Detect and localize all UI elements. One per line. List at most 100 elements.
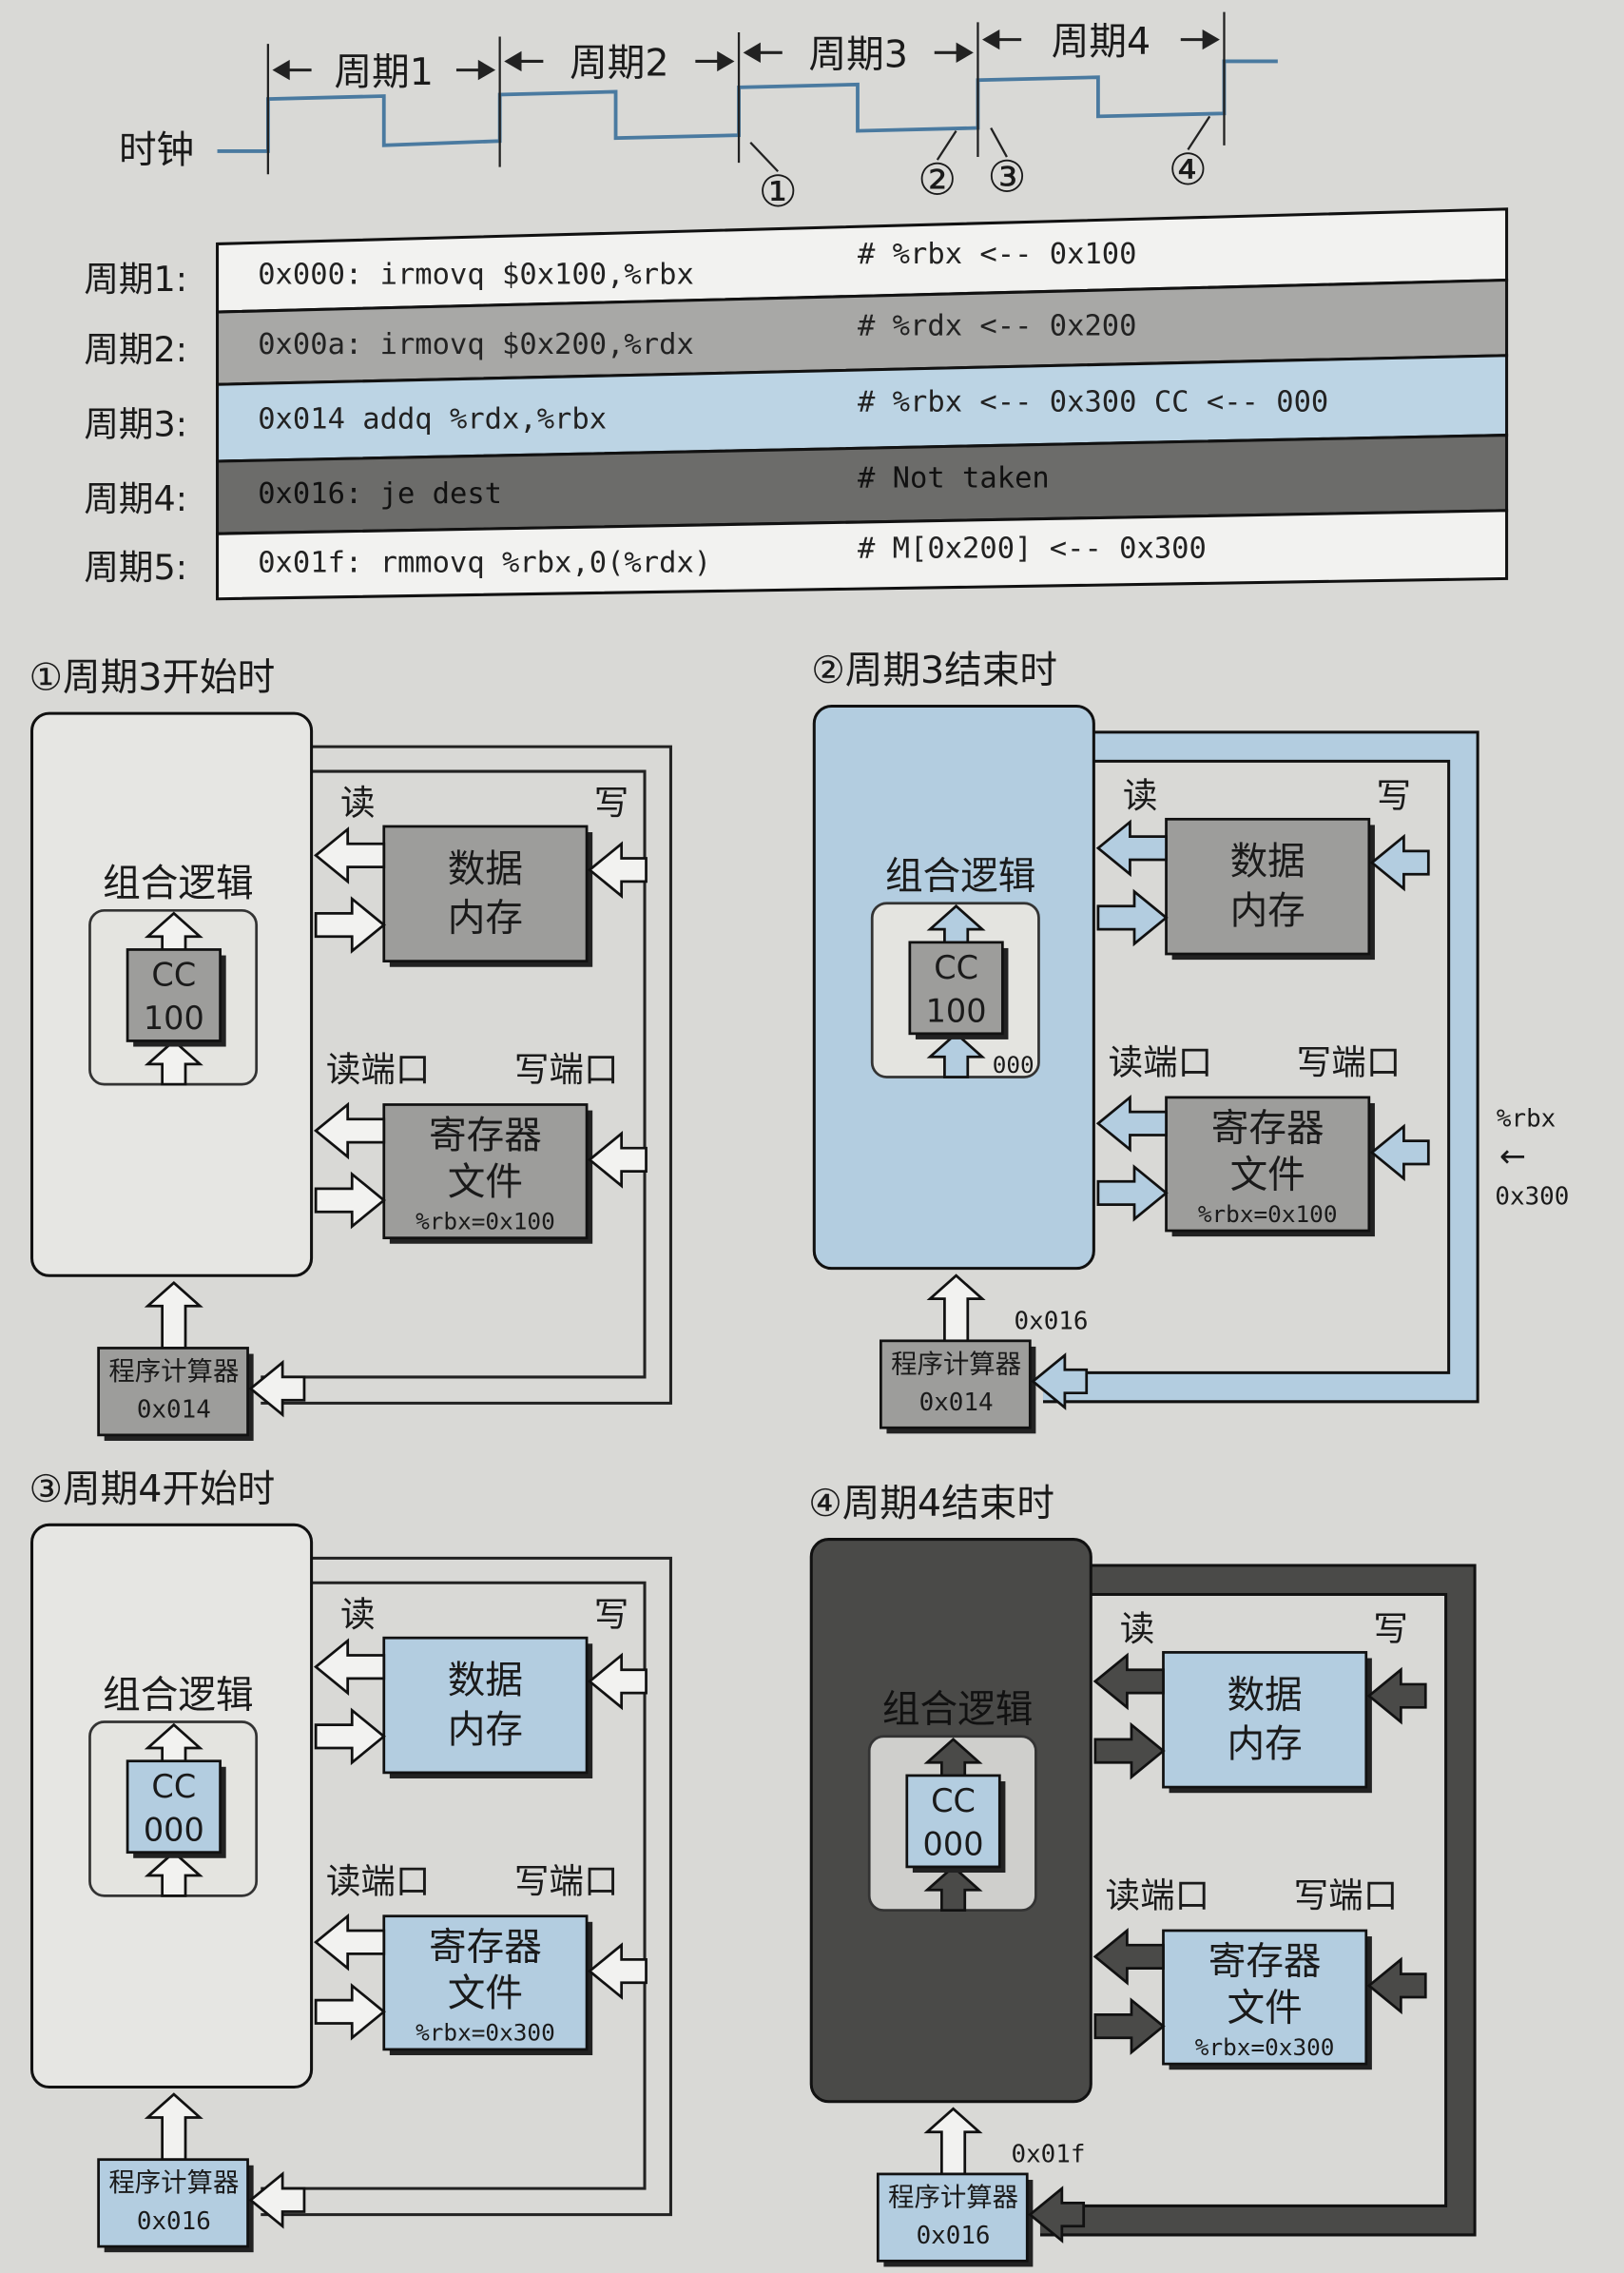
- register-id-arrow-icon: [314, 1171, 386, 1230]
- data-memory-label: 数据: [1230, 840, 1305, 884]
- cc-input-arrow-icon: [144, 1850, 203, 1897]
- pc-update-arrow-icon: [248, 2171, 306, 2229]
- feedback-wire: [1039, 1566, 1474, 2234]
- cc-value: 100: [144, 1000, 204, 1037]
- register-id-arrow-icon: [314, 1982, 386, 2041]
- cc-value: 000: [923, 1826, 984, 1863]
- state-panel: ④周期4结束时组合逻辑CC000读写读端口写端口数据内存寄存器文件%rbx=0x…: [808, 1482, 1477, 2267]
- register-file-label: 寄存器: [429, 1925, 542, 1969]
- write-label: 写: [594, 1594, 629, 1635]
- data-memory-label: 数据: [1228, 1673, 1303, 1717]
- row-background: [216, 509, 1509, 601]
- panel-title: ②周期3结束时: [811, 649, 1057, 692]
- pc-update-arrow-icon: [248, 1359, 306, 1418]
- row-cycle-label: 周期3:: [84, 403, 187, 444]
- register-file-label: 文件: [448, 1160, 523, 1204]
- program-counter-value: 0x014: [137, 1396, 211, 1425]
- cc-label: CC: [934, 949, 978, 986]
- memory-address-arrow-icon: [1093, 1721, 1166, 1780]
- row-code: 0x016: je dest: [258, 477, 502, 511]
- pc-to-logic-arrow-icon: [144, 1281, 203, 1350]
- combinational-logic-label: 组合逻辑: [103, 862, 253, 905]
- marker-number: ④: [1169, 145, 1208, 195]
- register-file-label: 文件: [1228, 1986, 1303, 2030]
- program-counter-box: [97, 2158, 249, 2248]
- read-label: 读: [1123, 775, 1158, 816]
- cc-input-arrow-icon: [926, 1031, 986, 1078]
- memory-write-arrow-icon: [1369, 833, 1430, 892]
- data-memory-label: 数据: [448, 847, 523, 891]
- next-pc-value: 0x016: [1015, 1308, 1089, 1336]
- program-counter-box: [880, 1339, 1032, 1429]
- program-counter-value: 0x016: [137, 2207, 211, 2236]
- row-comment: # %rdx <-- 0x200: [858, 309, 1137, 342]
- marker-number: ③: [987, 152, 1026, 203]
- write-port-label: 写端口: [514, 1049, 619, 1090]
- register-file-box: [1162, 1929, 1368, 2066]
- period-label: 周期3: [809, 33, 908, 77]
- register-file-box: [382, 1103, 589, 1240]
- cc-value: 100: [926, 993, 987, 1030]
- data-memory-label: 内存: [448, 1708, 523, 1752]
- write-label: 写: [594, 783, 629, 824]
- pc-update-arrow-icon: [1031, 1352, 1089, 1410]
- state-panels: ①周期3开始时组合逻辑CC100读写读端口写端口数据内存寄存器文件%rbx=0x…: [29, 649, 1569, 2267]
- register-read-arrow-icon: [313, 1101, 386, 1160]
- period-label: 周期2: [570, 42, 668, 86]
- memory-read-arrow-icon: [313, 826, 386, 884]
- data-memory-box: [1165, 817, 1371, 956]
- register-id-arrow-icon: [1096, 1164, 1169, 1222]
- state-panel: ②周期3结束时组合逻辑CC100000读写读端口写端口数据内存寄存器文件%rbx…: [811, 649, 1569, 1434]
- combinational-logic-label: 组合逻辑: [882, 1688, 1033, 1732]
- cc-label: CC: [931, 1782, 976, 1819]
- program-counter-label: 程序计算器: [888, 2183, 1018, 2212]
- cc-label: CC: [151, 1768, 196, 1805]
- next-pc-value: 0x01f: [1012, 2141, 1086, 2169]
- row-cycle-label: 周期4:: [84, 478, 187, 519]
- program-counter-value: 0x016: [917, 2222, 991, 2250]
- cc-input-arrow-icon: [144, 1039, 203, 1086]
- row-comment: # M[0x200] <-- 0x300: [858, 532, 1207, 565]
- marker-pointer: [1187, 115, 1211, 151]
- data-memory-label: 内存: [448, 897, 523, 941]
- table-row: 周期5:0x01f: rmmovq %rbx,0(%rdx)# M[0x200]…: [84, 509, 1509, 601]
- marker-pointer: [749, 141, 780, 173]
- register-id-arrow-icon: [1093, 1997, 1166, 2055]
- register-file-label: 寄存器: [429, 1114, 542, 1157]
- memory-write-arrow-icon: [587, 1652, 648, 1711]
- register-write-arrow-icon: ←: [1499, 1137, 1526, 1175]
- memory-read-arrow-icon: [1092, 1652, 1165, 1711]
- table-row: 周期2:0x00a: irmovq $0x200,%rdx# %rdx <-- …: [84, 278, 1509, 386]
- register-read-arrow-icon: [1092, 1928, 1165, 1986]
- pc-update-arrow-icon: [1028, 2186, 1086, 2244]
- row-comment: # %rbx <-- 0x300 CC <-- 000: [858, 385, 1328, 418]
- marker-pointer: [990, 126, 1008, 158]
- pc-to-logic-arrow-icon: [144, 2092, 203, 2162]
- row-code: 0x000: irmovq $0x100,%rbx: [258, 258, 694, 291]
- data-memory-box: [382, 1636, 589, 1775]
- row-comment: # %rbx <-- 0x100: [858, 238, 1137, 271]
- register-write-arrow-icon: [587, 1942, 648, 2000]
- read-port-label: 读端口: [1109, 1041, 1213, 1082]
- panel-title: ④周期4结束时: [808, 1482, 1054, 1525]
- cc-value: 000: [144, 1811, 204, 1848]
- write-label: 写: [1376, 775, 1411, 816]
- read-port-label: 读端口: [326, 1860, 431, 1901]
- register-file-label: 文件: [448, 1972, 523, 2015]
- program-counter-box: [876, 2172, 1029, 2263]
- combinational-logic-label: 组合逻辑: [885, 854, 1035, 898]
- row-code: 0x00a: irmovq $0x200,%rdx: [258, 328, 694, 361]
- memory-read-arrow-icon: [1095, 819, 1168, 878]
- panel-title: ③周期4开始时: [29, 1467, 275, 1511]
- row-cycle-label: 周期5:: [84, 547, 187, 588]
- read-label: 读: [340, 1594, 376, 1635]
- feedback-wire: [261, 1556, 672, 2217]
- condition-codes-box: [905, 1774, 1001, 1869]
- feedback-wire-inner: [261, 769, 647, 1379]
- register-write-name: %rbx: [1497, 1104, 1556, 1133]
- register-value: %rbx=0x300: [1195, 2033, 1335, 2061]
- memory-write-arrow-icon: [587, 841, 648, 899]
- memory-address-arrow-icon: [314, 896, 386, 954]
